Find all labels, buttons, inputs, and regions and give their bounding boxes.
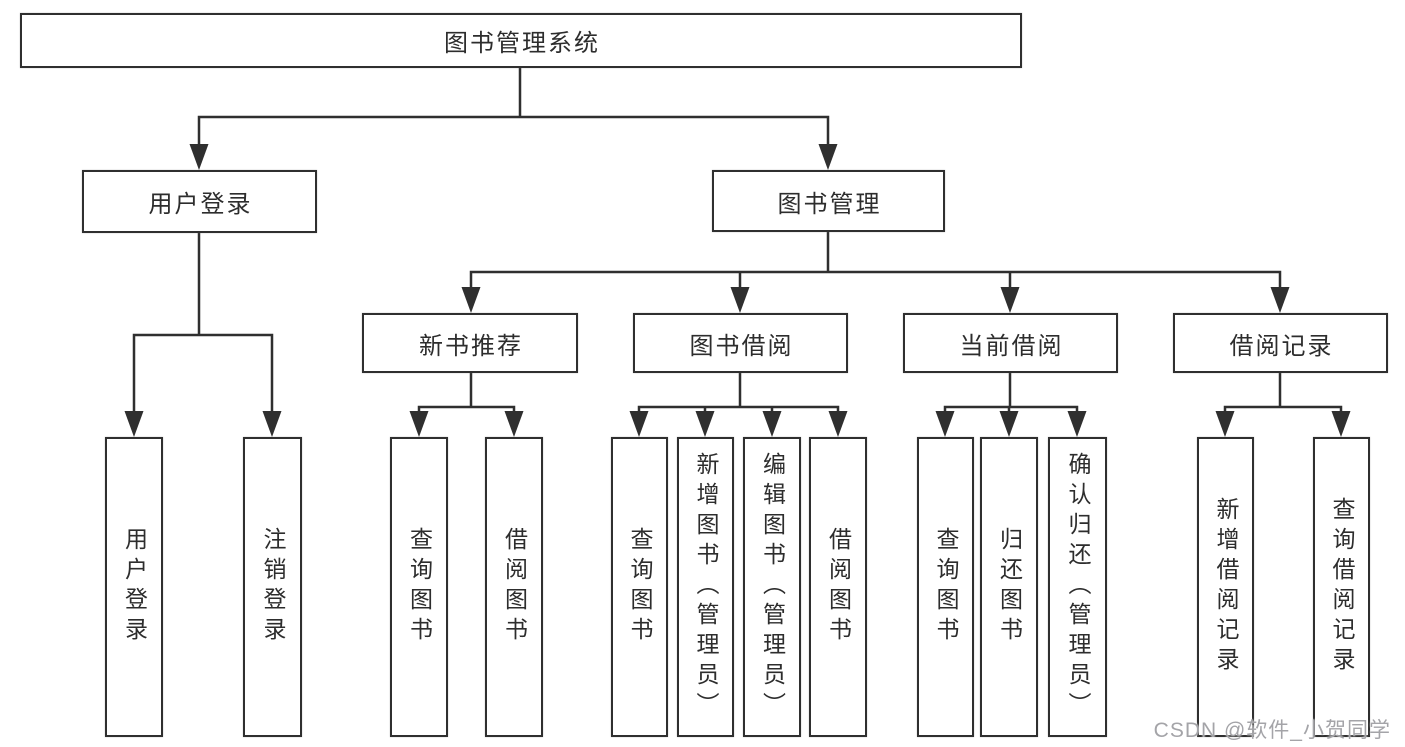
node-leaf-borrowing-borrow-books: 借阅图书 xyxy=(809,437,867,737)
node-label: 借阅图书 xyxy=(501,527,528,647)
node-label: 查询图书 xyxy=(406,527,433,647)
node-label: 当前借阅 xyxy=(959,332,1064,360)
arrowhead-down xyxy=(935,411,955,437)
arrowhead-down xyxy=(504,411,524,437)
arrowhead-down xyxy=(1270,287,1290,313)
node-label: 查询借阅记录 xyxy=(1329,497,1355,677)
node-borrowing-records: 借阅记录 xyxy=(1173,313,1388,373)
node-label: 借阅图书 xyxy=(825,527,852,647)
node-label: 查询图书 xyxy=(627,527,653,647)
node-user-login-group: 用户登录 xyxy=(82,170,317,233)
node-leaf-current-return-books: 归还图书 xyxy=(980,437,1038,737)
node-leaf-borrowing-edit-books-admin: 编辑图书（管理员） xyxy=(743,437,801,737)
node-leaf-records-query-record: 查询借阅记录 xyxy=(1313,437,1370,737)
arrowhead-down xyxy=(629,411,649,437)
arrowhead-down xyxy=(124,411,144,437)
node-label: 借阅记录 xyxy=(1229,332,1334,360)
node-book-borrowing: 图书借阅 xyxy=(633,313,848,373)
arrowhead-down xyxy=(828,411,848,437)
arrowhead-down xyxy=(1000,287,1020,313)
node-book-management: 图书管理 xyxy=(712,170,945,232)
node-label: 图书管理系统 xyxy=(444,30,600,57)
node-label: 归还图书 xyxy=(996,527,1023,647)
node-label: 编辑图书（管理员） xyxy=(759,452,786,722)
arrowhead-down xyxy=(189,144,209,170)
node-leaf-borrowing-add-books-admin: 新增图书（管理员） xyxy=(677,437,734,737)
node-leaf-newbook-borrow-books: 借阅图书 xyxy=(485,437,543,737)
node-label: 图书管理 xyxy=(777,190,882,218)
arrowhead-down xyxy=(730,287,750,313)
node-leaf-current-confirm-return-admin: 确认归还（管理员） xyxy=(1048,437,1107,737)
watermark: CSDN @软件_小贺同学 xyxy=(1153,719,1391,742)
arrowhead-down xyxy=(262,411,282,437)
node-leaf-records-add-record: 新增借阅记录 xyxy=(1197,437,1254,737)
node-label: 用户登录 xyxy=(121,527,148,647)
node-leaf-user-login: 用户登录 xyxy=(105,437,163,737)
arrowhead-down xyxy=(1215,411,1235,437)
arrowhead-down xyxy=(818,144,838,170)
node-current-borrowing: 当前借阅 xyxy=(903,313,1118,373)
arrowhead-down xyxy=(762,411,782,437)
node-label: 用户登录 xyxy=(148,191,253,218)
node-leaf-current-query-books: 查询图书 xyxy=(917,437,974,737)
arrowhead-down xyxy=(461,287,481,313)
node-label: 确认归还（管理员） xyxy=(1065,452,1091,722)
node-label: 新书推荐 xyxy=(419,332,523,360)
arrowhead-down xyxy=(1331,411,1351,437)
node-label: 新增借阅记录 xyxy=(1213,497,1239,677)
node-leaf-logout: 注销登录 xyxy=(243,437,302,737)
node-label: 查询图书 xyxy=(933,527,959,647)
node-label: 新增图书（管理员） xyxy=(693,452,719,722)
arrowhead-down xyxy=(409,411,429,437)
node-leaf-newbook-query-books: 查询图书 xyxy=(390,437,448,737)
node-root-library-management-system: 图书管理系统 xyxy=(20,13,1022,68)
node-leaf-borrowing-query-books: 查询图书 xyxy=(611,437,668,737)
arrowhead-down xyxy=(1067,411,1087,437)
node-new-book-recommendation: 新书推荐 xyxy=(362,313,578,373)
node-label: 注销登录 xyxy=(260,527,286,647)
arrowhead-down xyxy=(999,411,1019,437)
arrowhead-down xyxy=(695,411,715,437)
node-label: 图书借阅 xyxy=(689,332,794,360)
